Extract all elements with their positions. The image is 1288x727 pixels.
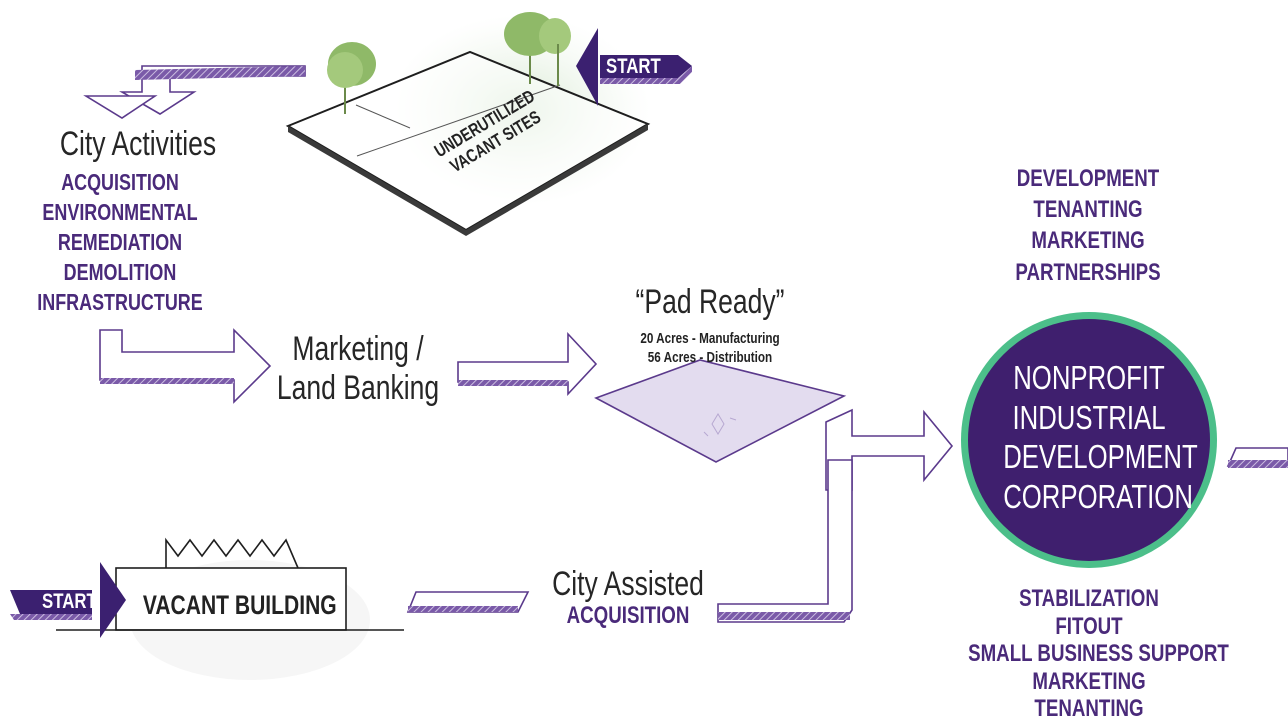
- nonprofit-top-item: PARTNERSHIPS: [1015, 258, 1161, 286]
- nonprofit-line: DEVELOPMENT: [1003, 438, 1198, 476]
- city-assisted-subtitle: ACQUISITION: [566, 602, 690, 629]
- city-activities-list: ACQUISITION ENVIRONMENTAL REMEDIATION DE…: [19, 168, 222, 317]
- nonprofit-bottom-list: STABILIZATION FITOUT SMALL BUSINESS SUPP…: [968, 585, 1229, 723]
- nonprofit-bottom-item: SMALL BUSINESS SUPPORT: [968, 640, 1229, 668]
- arrow-sites-to-city-activities: [83, 65, 306, 119]
- marketing-line-1: Marketing /: [292, 330, 424, 368]
- city-activities-title: City Activities: [59, 125, 217, 163]
- nonprofit-title: NONPROFIT INDUSTRIAL DEVELOPMENT CORPORA…: [1003, 358, 1198, 516]
- nonprofit-top-list: DEVELOPMENT TENANTING MARKETING PARTNERS…: [994, 163, 1181, 288]
- city-activity-item: ENVIRONMENTAL: [42, 198, 198, 225]
- nonprofit-line: INDUSTRIAL: [1012, 398, 1166, 436]
- arrow-nonprofit-exit: [1226, 447, 1288, 468]
- nonprofit-circle: [961, 312, 1217, 568]
- city-activity-item: DEMOLITION: [63, 258, 177, 285]
- pad-ready-details: 20 Acres - Manufacturing 56 Acres - Dist…: [624, 330, 796, 368]
- tree-icon: [327, 42, 376, 114]
- arrow-building-to-city-assisted: [406, 591, 530, 613]
- nonprofit-bottom-item: TENANTING: [1034, 695, 1144, 723]
- nonprofit-bottom-item: MARKETING: [1032, 667, 1146, 695]
- pad-ready-line-1: 20 Acres - Manufacturing: [640, 330, 780, 347]
- city-assisted-title: City Assisted: [552, 565, 704, 603]
- nonprofit-bottom-item: FITOUT: [1055, 612, 1123, 640]
- city-activity-item: REMEDIATION: [57, 228, 183, 255]
- start-label-top: START: [606, 55, 661, 78]
- marketing-line-2: Land Banking: [276, 369, 440, 408]
- tree-icon: [504, 12, 571, 86]
- arrow-city-activities-to-marketing: [99, 328, 272, 404]
- nonprofit-top-item: MARKETING: [1031, 227, 1145, 255]
- pad-ready-title: “Pad Ready”: [635, 283, 785, 321]
- marketing-land-banking: Marketing / Land Banking: [264, 330, 451, 408]
- nonprofit-line: NONPROFIT: [1013, 359, 1165, 396]
- nonprofit-line: CORPORATION: [1003, 477, 1193, 515]
- vacant-building-icon: [56, 537, 404, 631]
- start-badge-bottom: [10, 562, 126, 638]
- start-badge-top: [576, 28, 692, 106]
- nonprofit-bottom-item: STABILIZATION: [1019, 585, 1159, 612]
- arrow-marketing-to-pad-ready: [457, 331, 598, 397]
- nonprofit-top-item: TENANTING: [1033, 196, 1143, 224]
- pad-ready-line-2: 56 Acres - Distribution: [647, 348, 773, 366]
- arrow-city-assisted-to-nonprofit: [717, 459, 853, 623]
- city-activity-item: INFRASTRUCTURE: [37, 288, 203, 315]
- vacant-sites-parcel: [285, 50, 651, 236]
- vacant-building-label: VACANT BUILDING: [142, 590, 337, 620]
- nonprofit-top-item: DEVELOPMENT: [1016, 165, 1160, 192]
- city-activity-item: ACQUISITION: [61, 169, 179, 195]
- pad-ready-parcel: [594, 359, 847, 463]
- start-label-bottom: START: [42, 590, 97, 613]
